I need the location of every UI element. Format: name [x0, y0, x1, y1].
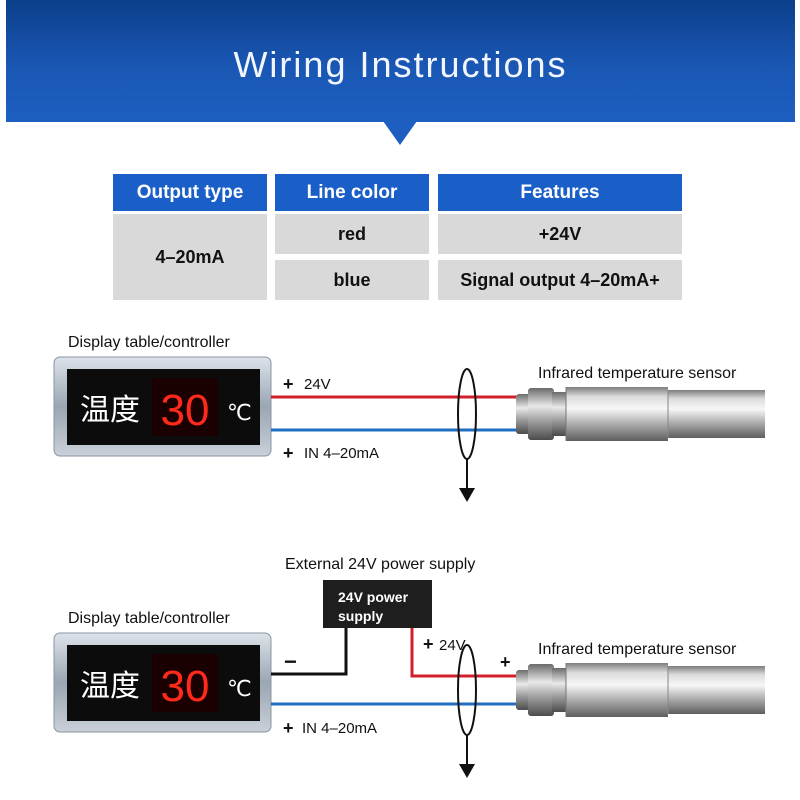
table-header-features: Features: [438, 174, 682, 211]
table-cell-output-type: 4–20mA: [113, 214, 267, 300]
infrared-sensor-1: [516, 387, 765, 441]
header-pointer: [383, 121, 417, 145]
power-supply-box: 24V power supply: [323, 580, 432, 628]
red-wire-2: [410, 628, 522, 678]
black-wire-2: [271, 628, 348, 676]
infrared-sensor-2: [516, 663, 765, 717]
external-supply-label: External 24V power supply: [285, 556, 475, 573]
wire-label-in-1: IN 4–20mA: [304, 445, 379, 462]
table-header-output-type: Output type: [113, 174, 267, 211]
plus-sign-top-1: +: [283, 374, 294, 394]
display-controller-2: 温度 30 ℃: [53, 632, 272, 733]
display-unit-1: ℃: [227, 400, 252, 425]
shield-ground-1: [457, 368, 477, 502]
plus-sign-sensor-2: +: [500, 652, 511, 672]
power-box-line-2: supply: [338, 608, 383, 624]
shield-ground-2: [457, 644, 477, 778]
wire-label-24v-1: 24V: [304, 376, 331, 393]
header-banner: Wiring Instructions: [6, 0, 795, 122]
table-cell-color-blue: blue: [275, 260, 429, 300]
display-unit-2: ℃: [227, 676, 252, 701]
page-title: Wiring Instructions: [233, 44, 568, 85]
display-controller-1: 温度 30 ℃: [53, 356, 272, 457]
table-cell-feature-24v: +24V: [438, 214, 682, 254]
table-cell-color-red: red: [275, 214, 429, 254]
sensor-label-2: Infrared temperature sensor: [538, 641, 737, 658]
display-value-2: 30: [161, 662, 210, 711]
plus-sign-supply-2: +: [423, 634, 434, 654]
display-label-text-2: 温度: [80, 670, 140, 703]
display-value-1: 30: [161, 386, 210, 435]
display-label-text-1: 温度: [80, 394, 140, 427]
sensor-label-1: Infrared temperature sensor: [538, 365, 737, 382]
table-cell-feature-signal: Signal output 4–20mA+: [438, 260, 682, 300]
controller-label-1: Display table/controller: [68, 334, 231, 351]
supply-24v-label: 24V: [439, 637, 466, 654]
plus-sign-bottom-2: +: [283, 718, 294, 738]
plus-sign-bottom-1: +: [283, 443, 294, 463]
power-box-line-1: 24V power: [338, 589, 409, 605]
controller-label-2: Display table/controller: [68, 610, 231, 627]
table-header-line-color: Line color: [275, 174, 429, 211]
wire-label-in-2: IN 4–20mA: [302, 720, 377, 737]
minus-sign-2: −: [284, 649, 297, 674]
